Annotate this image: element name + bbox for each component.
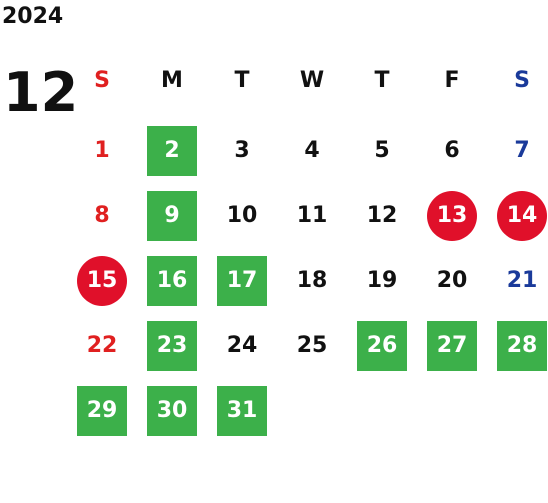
day-cell: 7 xyxy=(514,138,530,163)
weekday-thursday: T xyxy=(374,68,390,93)
day-cell: 3 xyxy=(234,138,250,163)
day-cell: 29 xyxy=(77,386,127,436)
day-cell: 31 xyxy=(217,386,267,436)
day-cell: 2 xyxy=(147,126,197,176)
day-cell: 11 xyxy=(296,203,328,228)
day-cell: 4 xyxy=(304,138,320,163)
day-cell: 19 xyxy=(366,268,398,293)
day-cell: 6 xyxy=(444,138,460,163)
day-cell: 17 xyxy=(217,256,267,306)
day-cell: 30 xyxy=(147,386,197,436)
weekday-sunday: S xyxy=(94,68,110,93)
day-cell: 14 xyxy=(497,191,547,241)
day-cell: 21 xyxy=(506,268,538,293)
day-cell: 16 xyxy=(147,256,197,306)
weekday-wednesday: W xyxy=(299,68,325,93)
day-cell: 8 xyxy=(94,203,110,228)
day-cell: 10 xyxy=(226,203,258,228)
year-label: 2024 xyxy=(2,4,64,29)
day-cell: 18 xyxy=(296,268,328,293)
weekday-monday: M xyxy=(161,68,183,93)
weekday-tuesday: T xyxy=(234,68,250,93)
weekday-friday: F xyxy=(444,68,460,93)
day-cell: 5 xyxy=(374,138,390,163)
day-cell: 27 xyxy=(427,321,477,371)
day-cell: 20 xyxy=(436,268,468,293)
day-cell: 28 xyxy=(497,321,547,371)
day-cell: 9 xyxy=(147,191,197,241)
day-cell: 26 xyxy=(357,321,407,371)
day-cell: 22 xyxy=(86,333,118,358)
day-cell: 13 xyxy=(427,191,477,241)
day-cell: 15 xyxy=(77,256,127,306)
month-label: 12 xyxy=(3,61,79,124)
day-cell: 23 xyxy=(147,321,197,371)
day-cell: 12 xyxy=(366,203,398,228)
weekday-saturday: S xyxy=(514,68,530,93)
day-cell: 1 xyxy=(94,138,110,163)
day-cell: 25 xyxy=(296,333,328,358)
day-cell: 24 xyxy=(226,333,258,358)
